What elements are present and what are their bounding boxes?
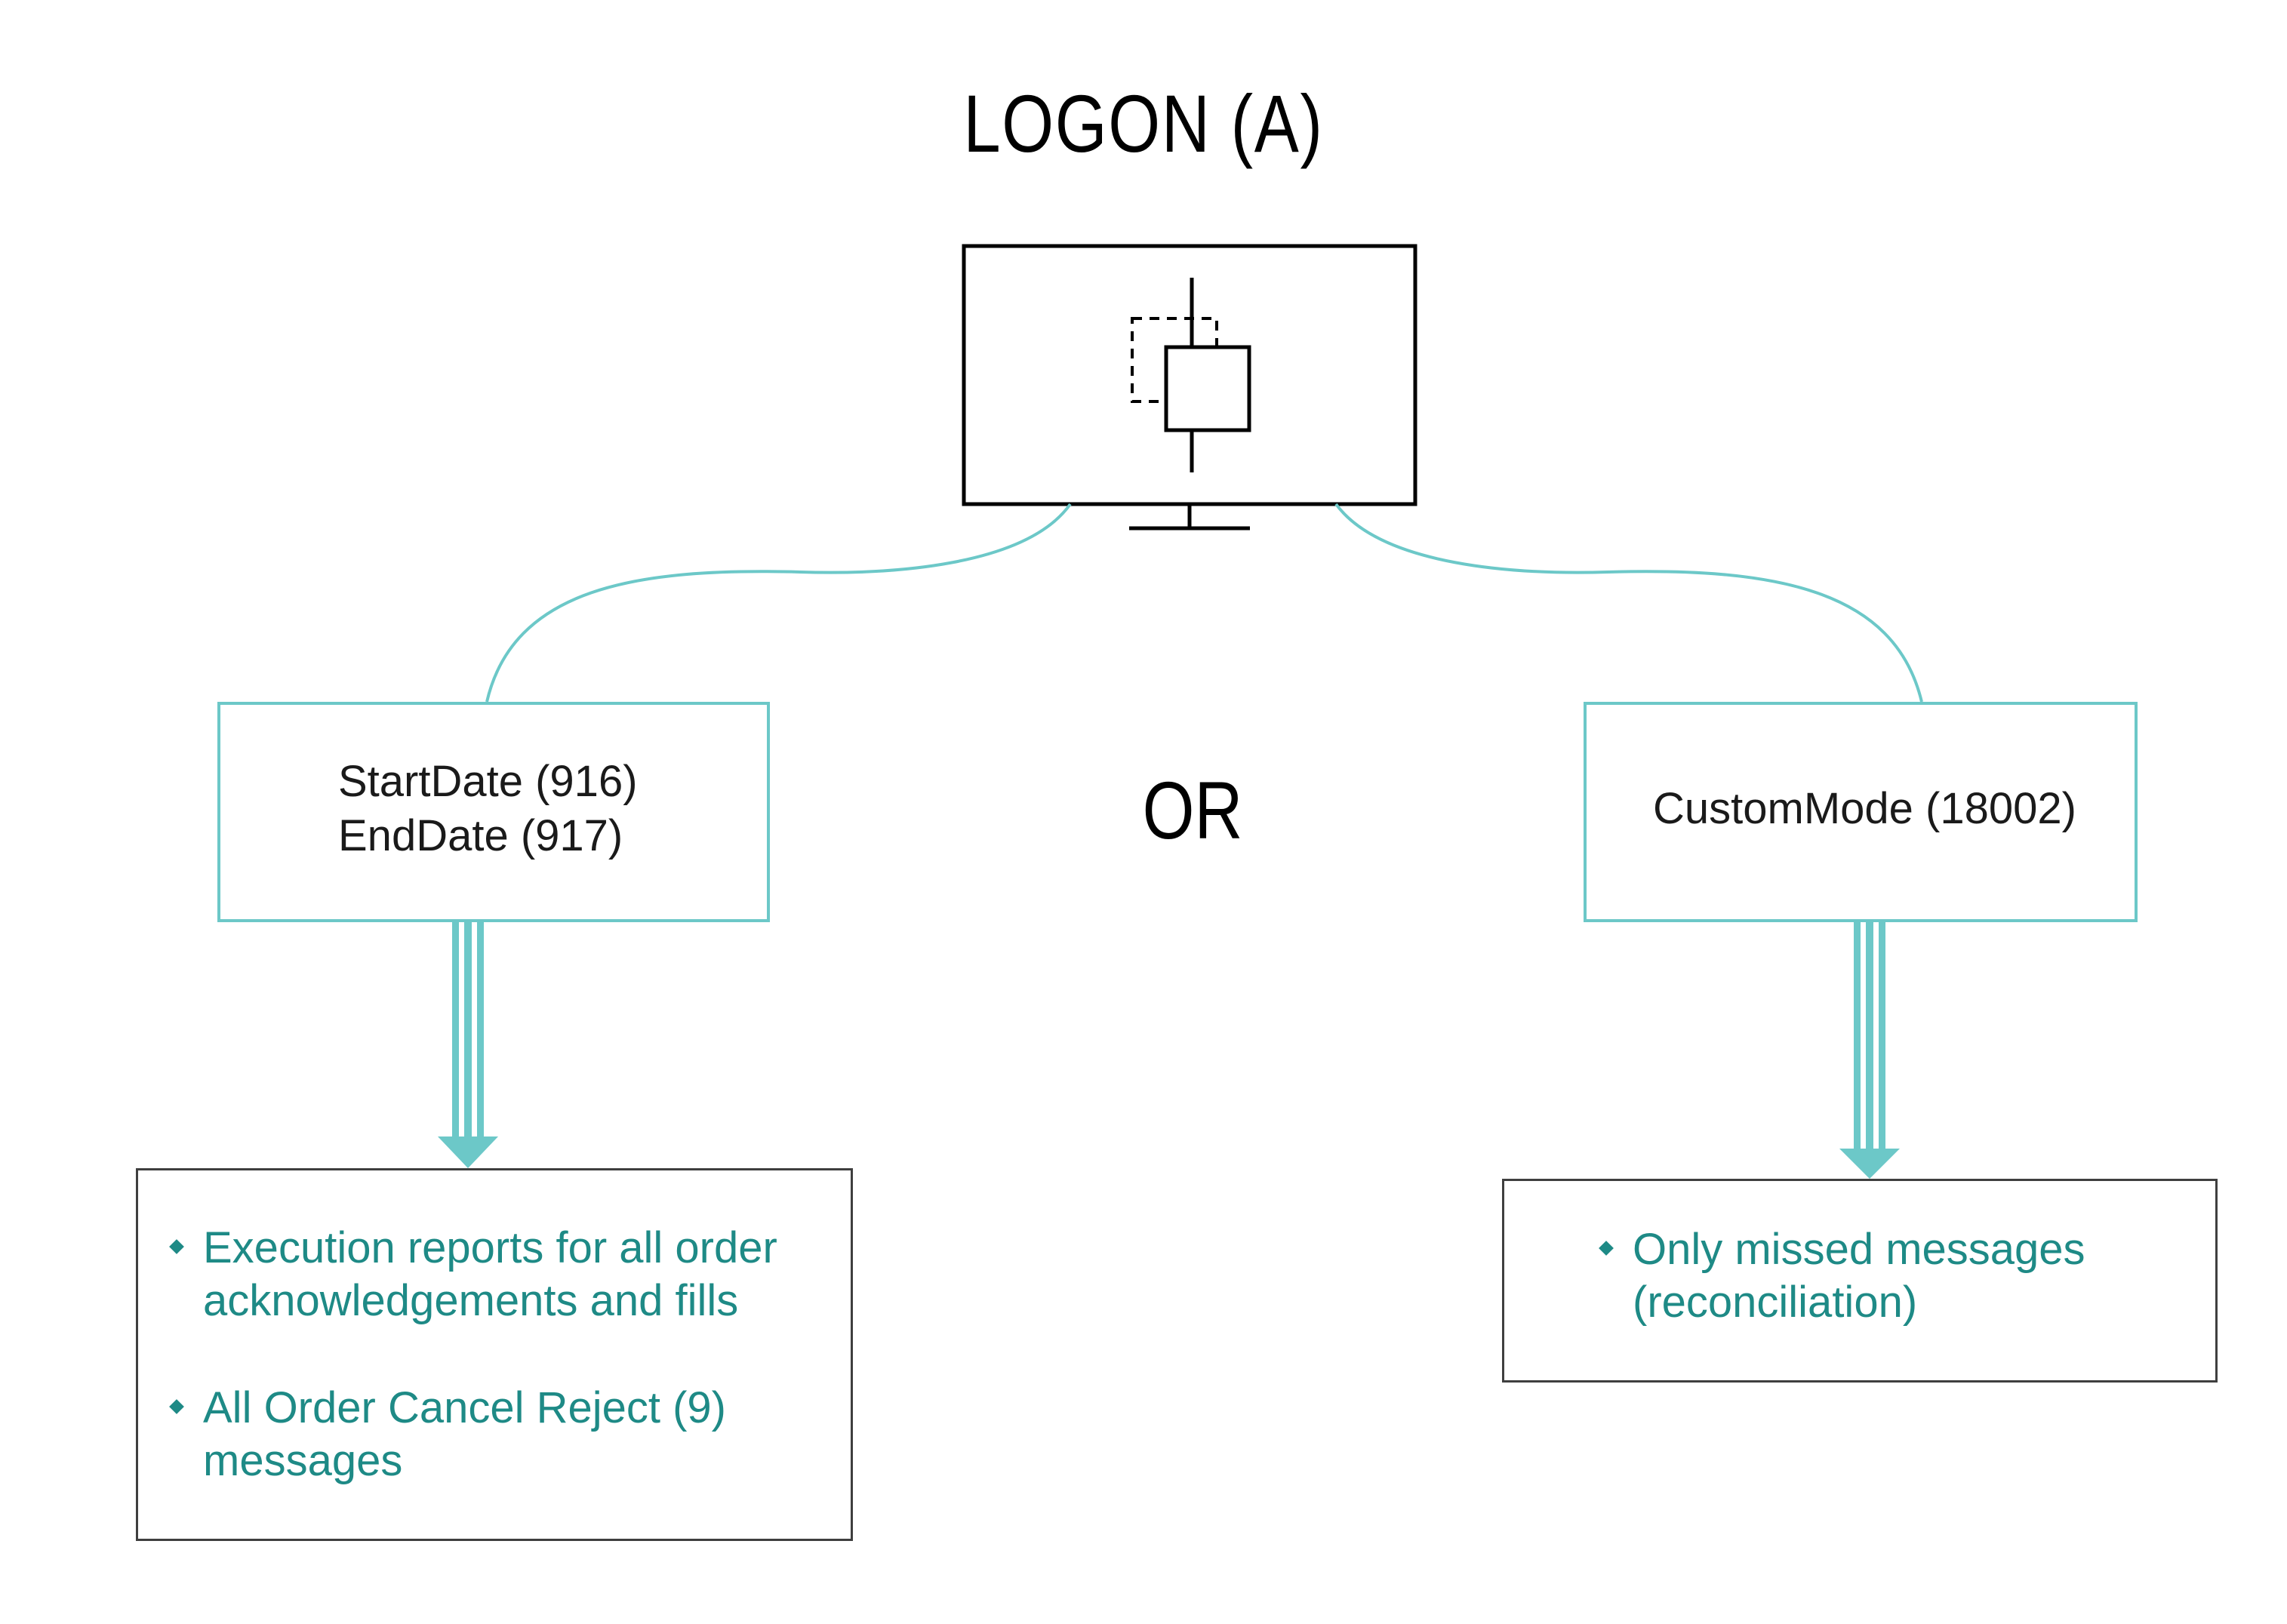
right-param-box: CustomMode (18002) bbox=[1584, 702, 2138, 922]
list-item: Execution reports for all order acknowle… bbox=[169, 1222, 834, 1327]
monitor-icon bbox=[962, 244, 1417, 531]
diagram-title: LOGON (A) bbox=[963, 78, 1324, 169]
right-down-arrow bbox=[1839, 922, 1900, 1179]
bullet-diamond-icon bbox=[169, 1239, 184, 1254]
left-param-text: StartDate (916) EndDate (917) bbox=[338, 755, 638, 863]
list-item: All Order Cancel Reject (9) messages bbox=[169, 1382, 834, 1487]
left-result-list: Execution reports for all order acknowle… bbox=[169, 1222, 834, 1487]
right-result-list: Only missed messages (reconciliation) bbox=[1599, 1223, 2143, 1329]
bullet-diamond-icon bbox=[1599, 1241, 1614, 1256]
bullet-diamond-icon bbox=[169, 1399, 184, 1414]
left-connector-curve bbox=[485, 503, 1072, 703]
result-text: All Order Cancel Reject (9) messages bbox=[203, 1383, 726, 1485]
end-date-param: EndDate (917) bbox=[338, 811, 623, 860]
left-down-arrow bbox=[438, 922, 498, 1168]
left-param-box: StartDate (916) EndDate (917) bbox=[217, 702, 770, 922]
or-label: OR bbox=[1142, 764, 1243, 856]
result-text: Execution reports for all order acknowle… bbox=[203, 1223, 777, 1325]
right-result-box: Only missed messages (reconciliation) bbox=[1502, 1179, 2218, 1383]
candlestick-icon bbox=[1131, 278, 1251, 472]
custom-mode-param: CustomMode (18002) bbox=[1653, 784, 2076, 833]
left-result-box: Execution reports for all order acknowle… bbox=[136, 1168, 853, 1541]
right-param-text: CustomMode (18002) bbox=[1653, 782, 2076, 836]
list-item: Only missed messages (reconciliation) bbox=[1599, 1223, 2143, 1329]
start-date-param: StartDate (916) bbox=[338, 757, 638, 806]
result-text: Only missed messages (reconciliation) bbox=[1633, 1225, 2085, 1327]
right-connector-curve bbox=[1334, 503, 1923, 703]
